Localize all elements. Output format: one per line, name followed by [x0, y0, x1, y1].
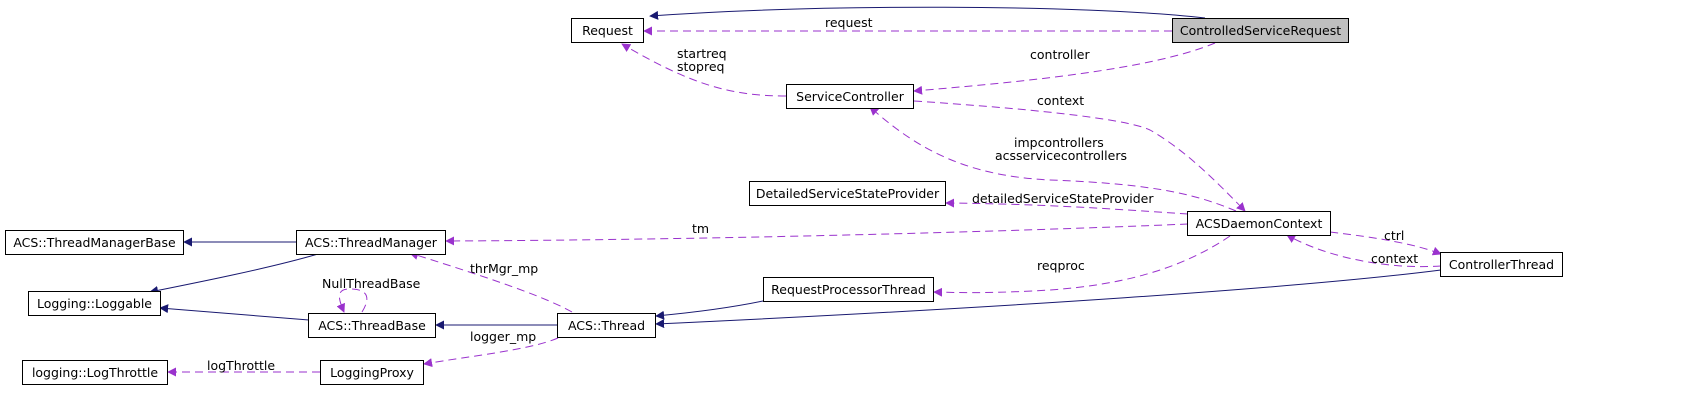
edge-label-nullthreadbase: NullThreadBase: [322, 276, 421, 291]
edge-controller: [913, 42, 1216, 95]
edge-label-startreq: startreq: [677, 46, 727, 61]
edge-tm: [445, 223, 1189, 246]
edge-reqproc: [933, 235, 1231, 297]
edge-label-context-ct: context: [1371, 251, 1418, 266]
node-label-log-throttle: logging::LogThrottle: [32, 365, 158, 380]
node-thread[interactable]: ACS::Thread: [557, 313, 656, 338]
node-thread-base[interactable]: ACS::ThreadBase: [308, 313, 436, 338]
edge-startreq-stopreq: [621, 43, 787, 97]
edge-label-impcontrollers: impcontrollers: [1014, 135, 1104, 150]
node-loggable[interactable]: Logging::Loggable: [28, 291, 161, 316]
node-label-thread-manager-base: ACS::ThreadManagerBase: [13, 235, 176, 250]
edge-label-controller: controller: [1030, 47, 1090, 62]
edge-label-tm: tm: [692, 221, 709, 236]
edge-context-ct: [1286, 234, 1442, 268]
edge-threadmanager-inherits-loggable: [149, 253, 319, 295]
edge-reqprocthread-inherits-thread: [655, 299, 769, 320]
edge-label-stopreq: stopreq: [677, 59, 725, 74]
node-label-service-controller: ServiceController: [796, 89, 905, 104]
edge-label-context-sc: context: [1037, 93, 1084, 108]
edge-nullthreadbase: [336, 288, 368, 313]
node-label-thread: ACS::Thread: [568, 318, 645, 333]
edge-label-request: request: [825, 15, 873, 30]
edge-controlledservicerequest-inherits-request: [649, 6, 1206, 20]
edge-label-logthrottle: logThrottle: [207, 358, 275, 373]
node-request-processor-thread[interactable]: RequestProcessorThread: [763, 277, 934, 302]
node-label-acs-daemon-context: ACSDaemonContext: [1196, 216, 1323, 231]
node-label-logging-proxy: LoggingProxy: [330, 365, 414, 380]
node-logging-proxy[interactable]: LoggingProxy: [320, 360, 424, 385]
node-detailed-service-state-provider[interactable]: DetailedServiceStateProvider: [749, 181, 946, 206]
node-thread-manager-base[interactable]: ACS::ThreadManagerBase: [5, 230, 184, 255]
edge-threadbase-inherits-loggable: [159, 304, 310, 321]
node-label-controller-thread: ControllerThread: [1449, 257, 1554, 272]
edge-ctrl: [1329, 231, 1442, 256]
node-controlled-service-request[interactable]: ControlledServiceRequest: [1172, 18, 1349, 43]
edge-thrmgr-mp: [409, 251, 573, 313]
edge-label-detailed-provider: detailedServiceStateProvider: [972, 191, 1154, 206]
node-label-loggable: Logging::Loggable: [37, 296, 152, 311]
node-label-thread-base: ACS::ThreadBase: [318, 318, 426, 333]
edge-impcontrollers: [869, 106, 1237, 212]
edge-logger-mp: [423, 337, 559, 368]
edge-controllerthread-inherits-thread: [655, 269, 1442, 329]
node-log-throttle[interactable]: logging::LogThrottle: [22, 360, 168, 385]
edge-label-logger-mp: logger_mp: [470, 329, 536, 344]
node-acs-daemon-context[interactable]: ACSDaemonContext: [1187, 211, 1331, 236]
edge-detailed-provider: [945, 198, 1189, 215]
node-label-controlled-service-request: ControlledServiceRequest: [1180, 23, 1341, 38]
node-controller-thread[interactable]: ControllerThread: [1440, 252, 1563, 277]
node-service-controller[interactable]: ServiceController: [786, 84, 914, 109]
edge-context-sc: [913, 100, 1246, 212]
node-label-thread-manager: ACS::ThreadManager: [305, 235, 438, 250]
node-label-request: Request: [582, 23, 633, 38]
edge-label-acsservicecontrollers: acsservicecontrollers: [995, 148, 1127, 163]
edge-label-reqproc: reqproc: [1037, 258, 1085, 273]
node-label-detailed-service-state-provider: DetailedServiceStateProvider: [756, 186, 940, 201]
node-label-request-processor-thread: RequestProcessorThread: [771, 282, 926, 297]
edge-label-thrmgr-mp: thrMgr_mp: [470, 261, 538, 276]
edge-label-ctrl: ctrl: [1384, 228, 1404, 243]
node-request[interactable]: Request: [571, 18, 644, 43]
node-thread-manager[interactable]: ACS::ThreadManager: [296, 230, 446, 255]
